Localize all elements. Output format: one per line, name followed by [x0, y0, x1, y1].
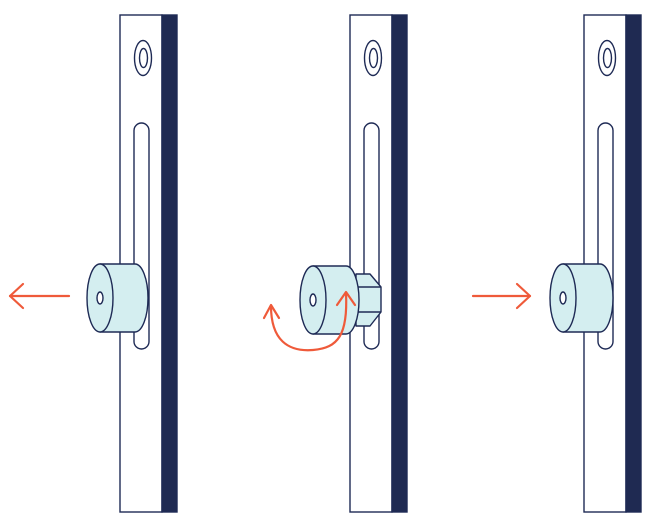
adjustment-knob [549, 263, 614, 333]
mounting-bracket [583, 14, 642, 513]
knob-body [562, 263, 614, 333]
bracket-rail [625, 14, 642, 513]
knob-center-hole [309, 293, 317, 307]
right-arrow-icon [471, 282, 532, 310]
panel-step-2 [262, 14, 408, 513]
mounting-hole-inner [602, 47, 613, 69]
bracket-rail [391, 14, 408, 513]
mounting-hole-inner [138, 47, 149, 69]
adjustment-knob [86, 263, 149, 333]
bracket-rail [161, 14, 178, 513]
left-arrow-icon [8, 282, 71, 310]
hex-nut [355, 273, 382, 327]
mounting-bracket [119, 14, 178, 513]
panel-step-1 [8, 14, 178, 513]
mounting-bracket [349, 14, 408, 513]
rotate-arrow-icon [262, 290, 357, 352]
panel-step-3 [471, 14, 642, 513]
knob-center-hole [559, 291, 567, 305]
adjustment-knob [299, 265, 360, 335]
knob-center-hole [96, 291, 104, 305]
mounting-hole-inner [368, 47, 379, 69]
